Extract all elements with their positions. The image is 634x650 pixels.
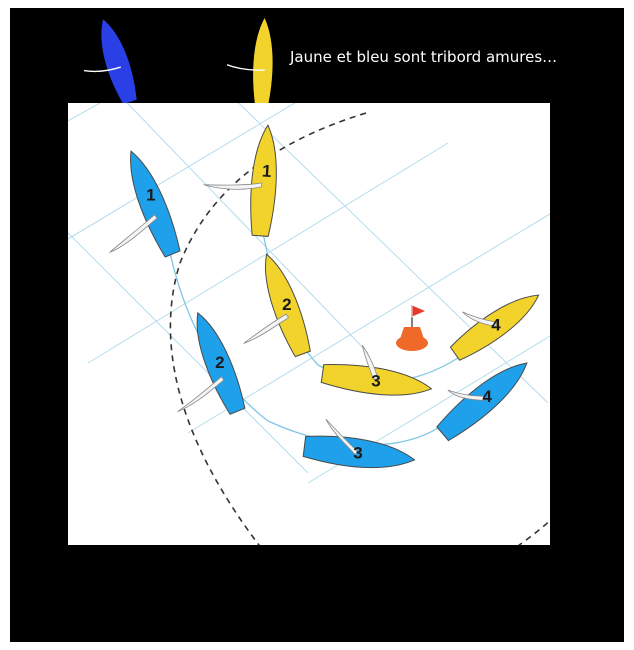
yellow-sail — [243, 313, 290, 344]
yellow-hull — [320, 363, 433, 396]
yellow-boat-label: 2 — [282, 295, 291, 314]
diagram-svg: 1 2 3 4 1 2 3 — [68, 103, 550, 545]
grid-lines — [68, 103, 550, 484]
buoy-base — [396, 335, 428, 351]
yellow-boat-4: 4 — [449, 294, 540, 361]
zone-circle — [169, 112, 367, 545]
yellow-hull — [250, 124, 277, 237]
blue-boat-4: 4 — [436, 362, 528, 442]
blue-boat-1: 1 — [109, 150, 181, 258]
yellow-sail — [203, 182, 263, 190]
yellow-hull — [265, 253, 311, 358]
yellow-sail — [361, 344, 379, 380]
caption-text: Jaune et bleu sont tribord amures… — [290, 48, 558, 66]
zone-circle-lower — [517, 519, 550, 545]
blue-sail — [447, 389, 485, 401]
blue-hull — [436, 362, 528, 442]
blue-hull — [130, 150, 181, 258]
yellow-boat-3: 3 — [320, 344, 433, 396]
blue-boat-2: 2 — [177, 312, 246, 415]
blue-sail — [325, 418, 358, 456]
yellow-hull — [449, 294, 540, 361]
blue-boat-label: 1 — [146, 185, 155, 204]
yellow-boat-label: 4 — [491, 316, 501, 335]
blue-boat-label: 2 — [215, 353, 224, 372]
blue-boat-label: 3 — [353, 444, 362, 463]
blue-hull — [196, 312, 246, 415]
blue-sail — [177, 376, 225, 413]
buoy-flag — [411, 304, 428, 318]
yellow-sail — [462, 311, 497, 327]
blue-boat-label: 4 — [482, 387, 492, 406]
blue-sail — [109, 214, 158, 253]
diagram-panel: 1 2 3 4 1 2 3 — [68, 103, 550, 545]
yellow-boat-2: 2 — [243, 253, 311, 358]
blue-hull — [302, 435, 416, 469]
yellow-boat-1: 1 — [203, 124, 277, 237]
yellow-boat-label: 1 — [261, 161, 272, 181]
buoy-icon — [396, 304, 428, 351]
blue-boat-3: 3 — [302, 418, 416, 469]
yellow-boat-label: 3 — [371, 372, 380, 391]
